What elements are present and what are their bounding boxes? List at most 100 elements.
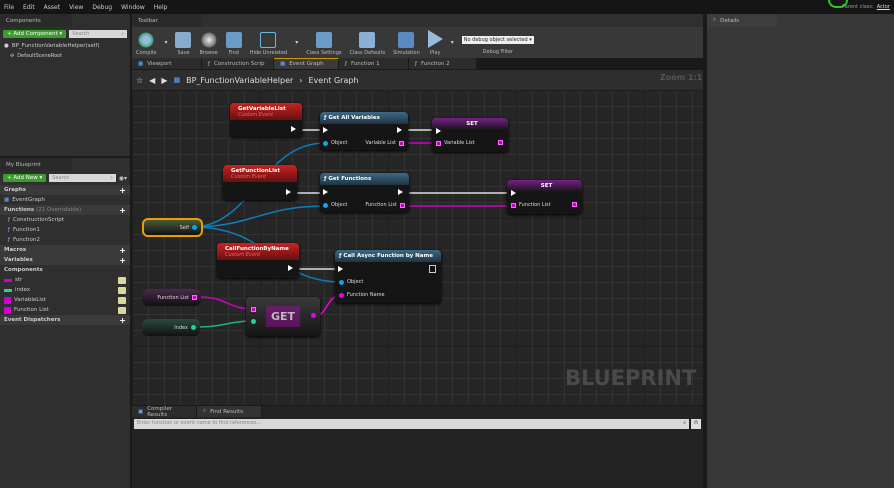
self-node[interactable]: Self xyxy=(142,218,203,237)
exec-in-pin[interactable] xyxy=(338,266,343,272)
menu-asset[interactable]: Asset xyxy=(43,3,61,11)
favorite-star-icon[interactable]: ☆ xyxy=(136,75,144,85)
index-in-pin[interactable] xyxy=(251,319,256,324)
class-defaults-button[interactable]: Class Defaults xyxy=(349,32,385,56)
array-in-pin[interactable] xyxy=(511,202,516,208)
components-tab[interactable]: Components xyxy=(0,14,72,27)
array-out-pin[interactable] xyxy=(399,140,404,146)
array-get-node[interactable]: GET xyxy=(246,297,320,336)
menu-help[interactable]: Help xyxy=(153,3,168,11)
section-graphs[interactable]: Graphs+ xyxy=(0,185,130,195)
my-blueprint-search[interactable]: Search⌕ xyxy=(49,174,116,182)
set-node-variable-list[interactable]: SET Variable List xyxy=(432,118,508,152)
visibility-eye-icon[interactable] xyxy=(118,276,126,284)
exec-out-pin[interactable] xyxy=(288,265,293,271)
item-out-pin[interactable] xyxy=(311,313,316,318)
variable-item[interactable]: str xyxy=(0,275,130,285)
parent-class-value[interactable]: Actor xyxy=(876,4,890,10)
component-self[interactable]: ●BP_FunctionVariableHelper(self) xyxy=(0,41,130,51)
string-pin[interactable] xyxy=(339,292,344,298)
tab-compiler-results[interactable]: ▣Compiler Results xyxy=(132,406,197,418)
add-macro-icon[interactable]: + xyxy=(119,245,126,255)
exec-out-pin[interactable] xyxy=(291,126,296,132)
exec-out-pin[interactable] xyxy=(286,189,291,195)
exec-in-pin[interactable] xyxy=(436,128,441,134)
simulation-button[interactable]: Simulation xyxy=(393,32,420,56)
play-button[interactable]: Play xyxy=(427,30,443,56)
class-settings-button[interactable]: Class Settings xyxy=(306,32,341,56)
exec-in-pin[interactable] xyxy=(511,190,516,196)
exec-in-pin[interactable] xyxy=(323,189,328,195)
array-out-pin[interactable] xyxy=(572,202,577,207)
set-node-function-list[interactable]: SET Function List xyxy=(507,180,582,214)
add-component-button[interactable]: + Add Component ▾ xyxy=(3,30,67,38)
array-out-pin[interactable] xyxy=(400,202,405,208)
object-pin[interactable] xyxy=(323,140,328,146)
find-references-input[interactable]: Enter function or event name to find ref… xyxy=(134,419,689,429)
toolbar-tab[interactable]: Toolbar xyxy=(132,14,202,27)
eye-view-options-icon[interactable]: ◉▾ xyxy=(118,174,127,182)
menu-file[interactable]: File xyxy=(4,3,15,11)
component-default-scene-root[interactable]: ✣DefaultSceneRoot xyxy=(0,51,130,61)
add-dispatcher-icon[interactable]: + xyxy=(119,315,126,325)
section-event-dispatchers[interactable]: Event Dispatchers+ xyxy=(0,315,130,325)
array-in-pin[interactable] xyxy=(436,140,441,146)
variables-components[interactable]: Components xyxy=(0,265,130,275)
browse-button[interactable]: Browse xyxy=(199,32,218,56)
visibility-eye-icon[interactable] xyxy=(118,306,126,314)
add-graph-icon[interactable]: + xyxy=(119,185,126,195)
variable-node-index[interactable]: Index xyxy=(142,319,200,336)
debug-object-select[interactable]: No debug object selected ▾ xyxy=(461,36,534,44)
breadcrumb-graph[interactable]: Event Graph xyxy=(308,75,359,85)
exec-out-pin[interactable] xyxy=(429,265,436,273)
tab-event-graph[interactable]: ▦Event Graph xyxy=(274,58,339,69)
menu-debug[interactable]: Debug xyxy=(92,3,113,11)
tab-find-results[interactable]: ⌕Find Results xyxy=(197,406,262,417)
object-pin[interactable] xyxy=(339,279,344,285)
tab-viewport[interactable]: ▦Viewport xyxy=(132,58,202,69)
back-arrow-icon[interactable]: ◀ xyxy=(149,75,156,85)
compile-button[interactable]: Compile xyxy=(136,32,156,56)
item-event-graph[interactable]: ▦EventGraph xyxy=(0,195,130,205)
visibility-eye-icon[interactable] xyxy=(118,286,126,294)
section-functions[interactable]: Functions (21 Overridable)+ xyxy=(0,205,130,215)
compile-options-dropdown[interactable]: ▾ xyxy=(164,39,168,46)
variable-item[interactable]: Function List xyxy=(0,305,130,315)
array-pin[interactable] xyxy=(192,295,197,300)
components-search[interactable]: Search⌕ xyxy=(69,30,127,38)
exec-in-pin[interactable] xyxy=(323,127,328,133)
array-in-pin[interactable] xyxy=(251,307,256,312)
menu-edit[interactable]: Edit xyxy=(23,3,35,11)
variable-node-function-list[interactable]: Function List xyxy=(142,289,201,306)
section-macros[interactable]: Macros+ xyxy=(0,245,130,255)
object-pin[interactable] xyxy=(192,225,197,230)
visibility-eye-icon[interactable] xyxy=(118,296,126,304)
add-function-icon[interactable]: + xyxy=(119,205,126,215)
hide-unrelated-button[interactable]: Hide Unrelated xyxy=(250,32,287,56)
save-button[interactable]: Save xyxy=(175,32,192,56)
my-blueprint-tab[interactable]: My Blueprint xyxy=(0,158,72,171)
add-variable-icon[interactable]: + xyxy=(119,255,126,265)
details-tab[interactable]: ⌕Details xyxy=(707,14,777,27)
forward-arrow-icon[interactable]: ▶ xyxy=(161,75,168,85)
object-pin[interactable] xyxy=(323,202,328,208)
variable-item[interactable]: VariableList xyxy=(0,295,130,305)
find-global-button[interactable]: ∩ xyxy=(691,419,701,429)
play-options-dropdown[interactable]: ▾ xyxy=(450,39,454,46)
hide-unrelated-dropdown[interactable]: ▾ xyxy=(295,39,299,46)
section-variables[interactable]: Variables+ xyxy=(0,255,130,265)
array-out-pin[interactable] xyxy=(498,140,503,145)
find-button[interactable]: Find xyxy=(225,32,242,56)
menu-view[interactable]: View xyxy=(69,3,84,11)
